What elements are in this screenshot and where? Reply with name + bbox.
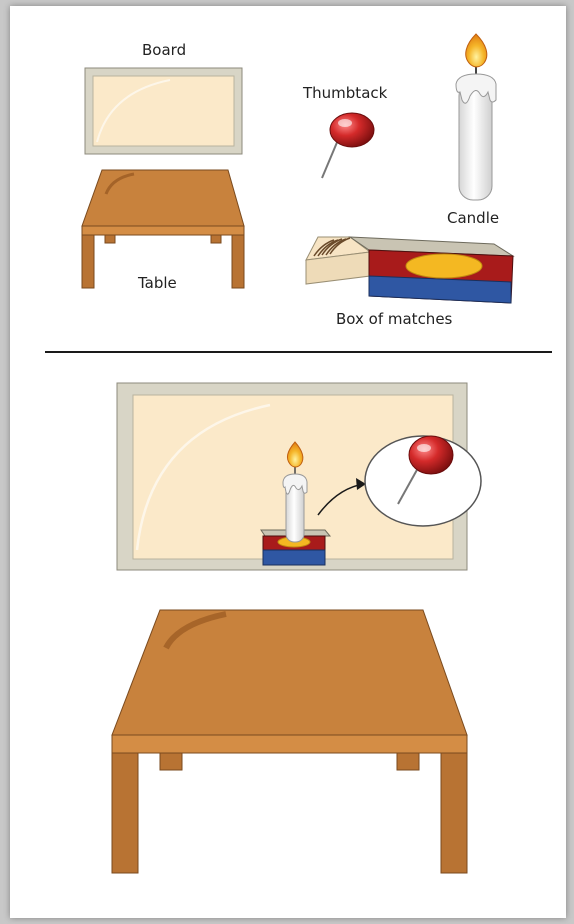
label-candle: Candle	[447, 209, 499, 227]
candle-small	[456, 34, 496, 200]
thumbtack-small	[322, 113, 374, 178]
thumbtack-zoom	[365, 436, 481, 526]
table-small	[82, 170, 244, 288]
board-small	[85, 68, 242, 154]
label-board: Board	[142, 41, 186, 59]
label-thumbtack: Thumbtack	[303, 84, 387, 102]
table-large	[112, 610, 467, 873]
label-matches: Box of matches	[336, 310, 452, 328]
matchbox-small	[306, 237, 513, 303]
label-table: Table	[138, 274, 177, 292]
